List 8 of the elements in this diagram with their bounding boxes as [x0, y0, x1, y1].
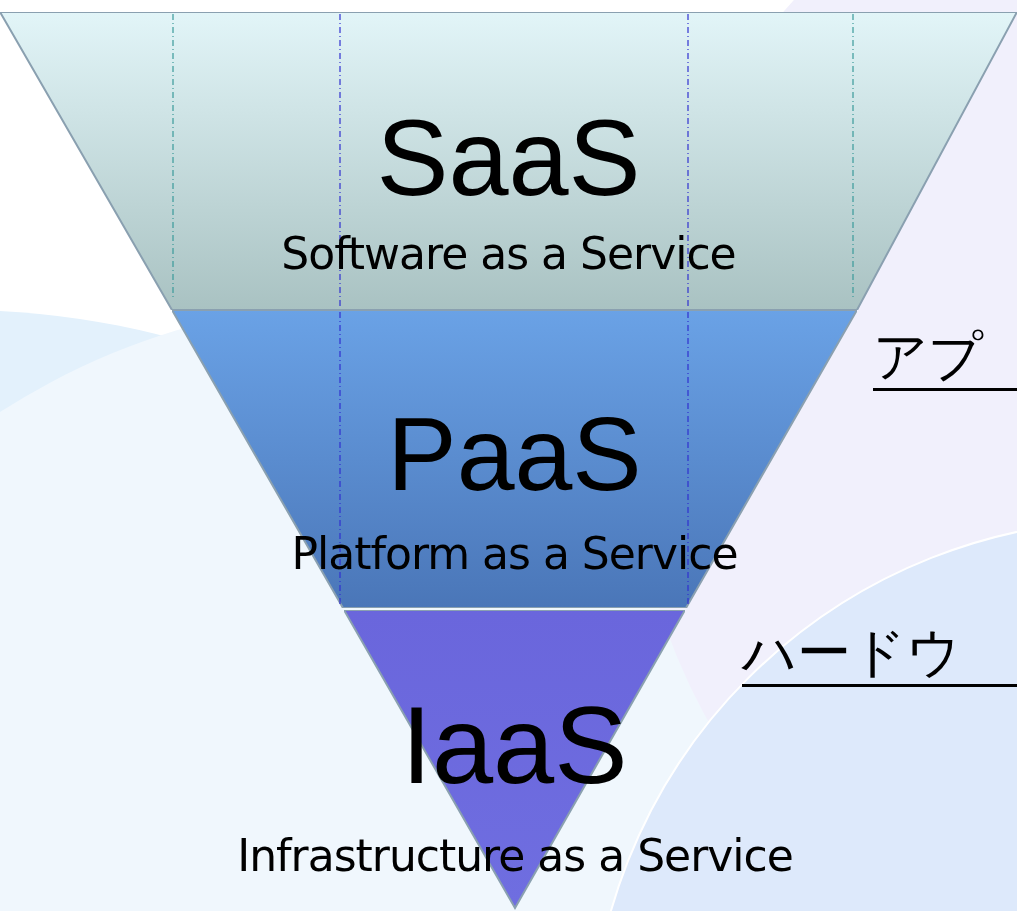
category-label: アプ [873, 326, 1017, 392]
layer-description: Software as a Service [280, 232, 737, 276]
funnel-layer [172, 310, 857, 608]
layer-acronym: SaaS [375, 104, 642, 212]
layer-acronym: PaaS [386, 402, 643, 506]
funnel-layer [0, 12, 1017, 310]
layer-description: Infrastructure as a Service [236, 834, 794, 878]
category-label: ハードウ [742, 622, 1017, 688]
